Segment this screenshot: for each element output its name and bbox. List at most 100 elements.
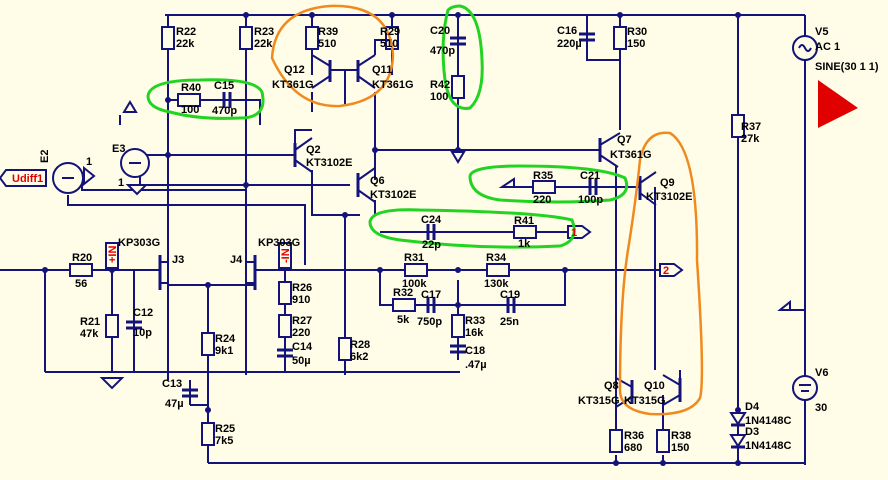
udiff1-tag[interactable]: Udiff1 xyxy=(0,169,47,187)
c20-body xyxy=(450,36,466,46)
e3-label: E3 xyxy=(112,143,125,155)
r37-body xyxy=(731,114,745,138)
r20-body xyxy=(69,263,93,277)
v5-sine: SINE(30 1 1) xyxy=(815,61,879,73)
j4-label: J4 xyxy=(230,254,243,266)
c18-value: .47µ xyxy=(465,359,487,371)
c16-label: C16 xyxy=(557,25,577,37)
c15-body xyxy=(222,92,232,108)
d3-symbol xyxy=(729,434,747,449)
r28-label: R28 xyxy=(350,339,370,351)
r30-label: R30 xyxy=(627,26,647,38)
plus-in-tag[interactable]: +IN xyxy=(105,242,119,269)
r31-label: R31 xyxy=(404,252,424,264)
r23-value: 22k xyxy=(254,38,273,50)
q11-value: KT361G xyxy=(372,79,414,91)
q9-symbol xyxy=(638,171,657,206)
r27-body xyxy=(278,314,292,338)
c13-value: 47µ xyxy=(165,398,184,410)
ground-symbol xyxy=(99,377,125,390)
r40-value: 100 xyxy=(181,104,199,116)
c12-body xyxy=(126,320,142,330)
orange-outline-q12-q11 xyxy=(270,4,395,108)
green-outline-c20-r42 xyxy=(441,4,484,110)
r31-value: 100k xyxy=(402,278,427,290)
net2-label: 2 xyxy=(663,265,669,277)
q2-value: KT3102E xyxy=(306,157,352,169)
r32-body xyxy=(392,298,416,312)
c24-label: C24 xyxy=(421,214,442,226)
c20-label: C20 xyxy=(430,25,450,37)
r22-value: 22k xyxy=(176,38,195,50)
green-outline-r40-c15 xyxy=(146,78,265,120)
r24-label: R24 xyxy=(215,333,236,345)
c14-label: C14 xyxy=(292,341,313,353)
r35-label: R35 xyxy=(533,170,553,182)
c18-label: C18 xyxy=(465,345,485,357)
capacitors xyxy=(126,32,598,406)
r35-value: 220 xyxy=(533,194,551,206)
q10-value: KT315G xyxy=(624,395,666,407)
e2-label: E2 xyxy=(39,150,51,163)
net2-port xyxy=(659,263,684,277)
r22-label: R22 xyxy=(176,26,196,38)
q6-value: KT3102E xyxy=(370,189,416,201)
r41-value: 1k xyxy=(518,238,531,250)
r38-value: 150 xyxy=(671,442,689,454)
q12-symbol xyxy=(311,54,332,89)
r37-value: 27k xyxy=(741,133,760,145)
q6-symbol xyxy=(356,167,376,203)
top-left-arrow xyxy=(122,100,138,113)
q12-label: Q12 xyxy=(284,64,305,76)
c18-body xyxy=(450,344,466,354)
r21-body xyxy=(105,314,119,338)
q11-label: Q11 xyxy=(372,64,392,76)
r39-value: 510 xyxy=(318,38,336,50)
c12-value: 10p xyxy=(133,327,152,339)
r25-value: 7k5 xyxy=(215,435,233,447)
q9-label: Q9 xyxy=(660,177,675,189)
c24-body xyxy=(426,224,436,240)
green-outline-r35-c21 xyxy=(468,164,629,204)
orange-outline-q8-q10 xyxy=(618,131,704,416)
q7-label: Q7 xyxy=(617,134,632,146)
d4-label: D4 xyxy=(745,401,760,413)
r38-label: R38 xyxy=(671,430,691,442)
r40-body xyxy=(177,93,201,107)
r27-value: 220 xyxy=(292,327,310,339)
r30-value: 150 xyxy=(627,38,645,50)
r26-label: R26 xyxy=(292,282,312,294)
r28-body xyxy=(338,337,352,361)
udiff1-label: Udiff1 xyxy=(12,173,43,185)
minus-in-label: -IN xyxy=(280,248,292,263)
green-outline-c24-r41 xyxy=(368,208,576,249)
c24-value: 22p xyxy=(422,239,441,251)
c20-value: 470p xyxy=(430,45,455,57)
j4-value: KP303G xyxy=(258,237,300,249)
r30-body xyxy=(613,26,627,50)
e3-symbol xyxy=(120,148,150,178)
c16-body xyxy=(579,32,595,42)
transistors xyxy=(158,39,682,408)
r25-body xyxy=(201,422,215,446)
q8-label: Q8 xyxy=(604,380,619,392)
q12-value: KT361G xyxy=(272,79,314,91)
c19-label: C19 xyxy=(500,289,520,301)
v6-symbol xyxy=(792,375,818,401)
junction-dots xyxy=(42,12,741,466)
minus-in-tag[interactable]: -IN xyxy=(278,242,292,269)
ports xyxy=(83,100,791,390)
e2-out-arrow xyxy=(83,165,96,187)
q10-symbol xyxy=(662,374,682,406)
signal-source-arrow xyxy=(818,80,858,128)
r23-label: R23 xyxy=(254,26,274,38)
r36-body xyxy=(609,429,623,453)
diodes xyxy=(729,412,747,449)
j3-value: KP303G xyxy=(118,237,160,249)
q7-symbol xyxy=(598,132,621,168)
c15-value: 470p xyxy=(212,105,237,117)
r35-body xyxy=(532,180,556,194)
d4-symbol xyxy=(729,412,747,427)
r29-label: R29 xyxy=(380,26,400,38)
